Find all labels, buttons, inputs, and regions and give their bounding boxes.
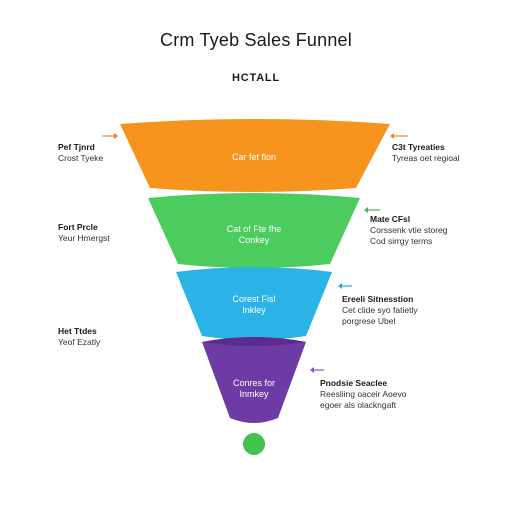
funnel-stage-4-rim [202,337,306,346]
page-subtitle: HCTALL [232,72,280,84]
right-note-3: Ereeli Sitnesstion Cet clide syo fatietl… [342,294,418,327]
funnel-stage-1-shape [120,119,390,192]
right-note-2-title: Mate CFsl [370,214,411,224]
left-note-1-title: Pef Tjnrd [58,142,95,152]
right-note-3-text-1: Cet clide syo fatietly [342,305,418,315]
funnel-stage-2-shape [148,193,360,268]
funnel-stage-2: Cat of Fte fhe Conkey [148,193,360,268]
right-note-4-title: Pnodsie Seaclee [320,378,388,388]
right-arrow-4 [310,367,324,373]
right-note-2: Mate CFsl Corssenk vtie storeg Cod sirrg… [370,214,447,247]
left-note-3-text: Yeof Ezatly [58,337,101,347]
left-note-3-title: Het Ttdes [58,326,97,336]
funnel-stage-2-label-line-2: Conkey [239,235,270,245]
right-note-4: Pnodsie Seaclee Reesliing oaceir Aoevo e… [320,378,406,411]
left-note-1: Pef Tjnrd Crost Tyeke [58,142,103,164]
left-note-1-text: Crost Tyeke [58,153,104,163]
funnel-stage-1-label: Car fet flon [232,152,276,162]
funnel-output-dot [243,433,265,455]
left-note-2-title: Fort Prcle [58,222,98,232]
funnel-stage-2-label-line-1: Cat of Fte fhe [227,224,282,234]
funnel-stage-1: Car fet flon [120,119,390,192]
funnel-stage-3-label-line-1: Corest Fisl [232,294,275,304]
funnel-stage-4-shape [202,337,306,423]
left-note-2-text: Yeur Hmergst [58,233,110,243]
right-note-2-text-2: Cod sirrgy terms [370,236,433,246]
right-note-1: C3t Tyreaties Tyreas oet regioal [392,142,460,164]
right-note-1-title: C3t Tyreaties [392,142,445,152]
funnel-stage-3-label-line-2: Inkley [242,305,266,315]
right-arrow-1 [390,133,408,139]
funnel-stage-4: Conres for Inmkey [202,337,306,423]
right-note-3-text-2: porgrese Ubel [342,316,396,326]
right-note-3-title: Ereeli Sitnesstion [342,294,414,304]
right-note-2-text-1: Corssenk vtie storeg [370,225,448,235]
right-arrow-2 [364,207,380,213]
right-note-4-text-1: Reesliing oaceir Aoevo [320,389,407,399]
funnel-stage-3: Corest Fisl Inkley [176,267,332,340]
page-title: Crm Tyeb Sales Funnel [160,30,352,50]
left-arrow-1 [102,133,118,139]
right-arrow-3 [338,283,352,289]
funnel-stage-4-label-line-1: Conres for [233,378,275,388]
funnel-stage-4-label-line-2: Inmkey [239,389,269,399]
funnel-stage-3-shape [176,267,332,340]
left-note-3: Het Ttdes Yeof Ezatly [58,326,100,348]
right-note-1-text: Tyreas oet regioal [392,153,460,163]
left-note-2: Fort Prcle Yeur Hmergst [58,222,110,244]
right-note-4-text-2: egoer als olackngaft [320,400,397,410]
